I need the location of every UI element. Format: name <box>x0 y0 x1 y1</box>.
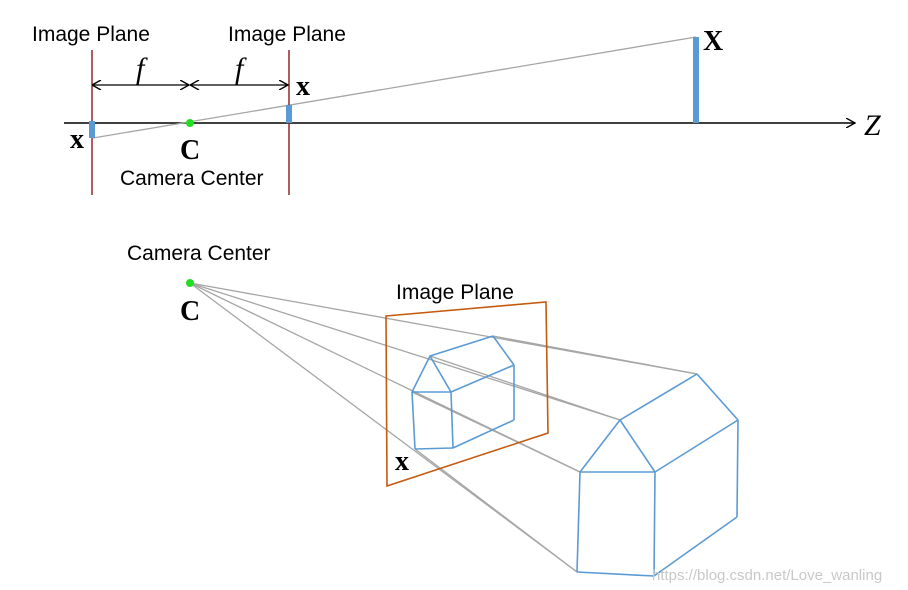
world-point-bar <box>693 37 699 123</box>
world-point-label: X <box>703 26 723 57</box>
projection-rays <box>189 282 698 573</box>
image-point-label-left: x <box>70 124 84 155</box>
camera-center-dot-bottom <box>186 279 194 287</box>
image-point-left-bar <box>89 121 95 138</box>
image-plane-label-left: Image Plane <box>32 23 150 46</box>
image-point-label-bottom: x <box>395 446 409 477</box>
axis-label-z: Z <box>864 109 881 142</box>
camera-center-letter-bottom: C <box>180 296 200 327</box>
image-plane-bottom <box>385 301 549 488</box>
ray-front-eave <box>411 391 581 473</box>
projected-house <box>411 335 515 450</box>
ray-back-peak <box>492 335 698 375</box>
focal-length-label-left: f <box>136 52 148 85</box>
camera-center-label-bottom: Camera Center <box>127 242 271 265</box>
bottom-diagram: Camera Center C Image Plane x <box>127 242 739 577</box>
camera-center-letter-top: C <box>180 135 200 166</box>
image-plane-label-bottom: Image Plane <box>396 281 514 304</box>
ray-to-ridge <box>189 282 621 421</box>
camera-center-dot-top <box>186 119 194 127</box>
camera-center-label-top: Camera Center <box>120 167 264 190</box>
top-diagram: Z f f Image Plane Image Plane x x X C Ca… <box>32 23 881 195</box>
image-point-right-bar <box>286 105 292 123</box>
watermark: https://blog.csdn.net/Love_wanling <box>652 567 882 584</box>
ray-front-ridge <box>429 355 621 421</box>
focal-length-label-right: f <box>235 52 247 85</box>
ray-front-base <box>414 448 578 573</box>
image-plane-label-right: Image Plane <box>228 23 346 46</box>
image-point-label-right: x <box>296 71 310 102</box>
world-house <box>576 373 739 577</box>
